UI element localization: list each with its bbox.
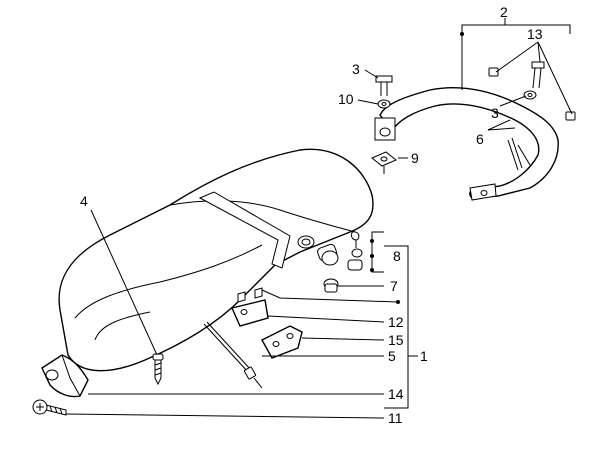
callout-15: 15 — [388, 332, 404, 348]
callout-5: 5 — [388, 348, 396, 364]
clip-nut — [371, 151, 397, 174]
callout-8: 8 — [393, 248, 401, 264]
rail-bolts — [375, 61, 576, 121]
seat — [58, 148, 374, 372]
callout-2: 2 — [500, 4, 508, 20]
callout-3-right: 3 — [491, 105, 499, 121]
callout-6: 6 — [476, 131, 484, 147]
mounting-bracket — [261, 325, 303, 359]
callout-labels: 2 13 3 10 3 6 9 4 8 7 12 15 1 5 14 11 — [80, 4, 543, 426]
seat-bumper — [231, 287, 269, 327]
seat-screw — [152, 353, 164, 386]
grab-rail — [374, 87, 559, 201]
tapping-screw — [32, 399, 67, 416]
callout-4: 4 — [80, 193, 88, 209]
callout-1: 1 — [420, 348, 428, 364]
callout-12: 12 — [388, 314, 404, 330]
callout-11: 11 — [388, 410, 403, 426]
rubber-buffer — [41, 354, 89, 398]
callout-14: 14 — [388, 386, 404, 402]
leader-lines — [65, 18, 573, 419]
callout-10: 10 — [338, 91, 354, 107]
callout-3-left: 3 — [352, 61, 360, 77]
callout-7: 7 — [390, 278, 398, 294]
callout-9: 9 — [411, 150, 419, 166]
seat-lock-assembly — [317, 231, 363, 293]
callout-13: 13 — [527, 26, 543, 42]
cable-tie — [203, 321, 263, 389]
